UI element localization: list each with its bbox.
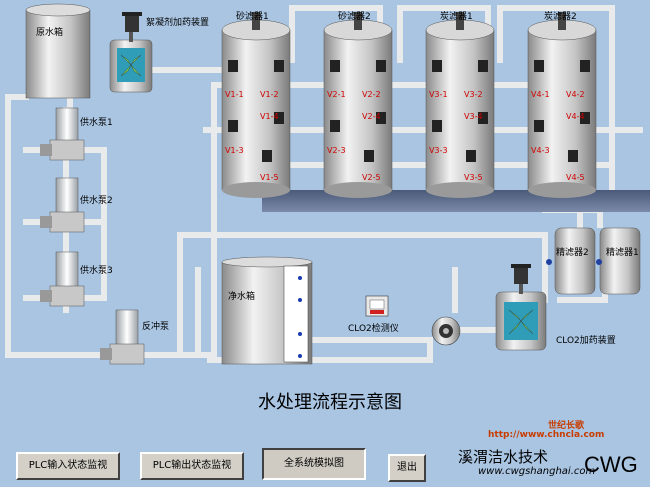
- coagulant-dosing-unit: [109, 12, 153, 93]
- sand-filter-1: [221, 12, 291, 198]
- valve-label: V3-3: [429, 146, 448, 155]
- valve-label: V3-5: [464, 173, 483, 182]
- raw-tank-label: 原水箱: [36, 28, 64, 38]
- pump3-label: 供水泵3: [80, 266, 113, 276]
- mixer-icon: [120, 54, 142, 77]
- carbon-filter-2-label: 炭滤器2: [544, 12, 577, 22]
- valve-label: V1-4: [260, 112, 279, 121]
- valve-label: V2-4: [362, 112, 381, 121]
- valve-label: V3-4: [464, 112, 483, 121]
- supply-pump-1: [40, 107, 85, 161]
- valve-label: V1-5: [260, 173, 279, 182]
- precision-filter-1-label: 精滤器1: [606, 248, 639, 258]
- plc-input-monitor-button[interactable]: PLC输入状态监视: [16, 452, 120, 480]
- valve-label: V4-1: [531, 90, 550, 99]
- clo2-dosing-unit: [495, 264, 547, 351]
- brand-tagline: 世纪长歌: [548, 421, 585, 431]
- precision-filter-2-label: 精滤器2: [556, 248, 589, 258]
- sand-filter-2: [323, 12, 393, 198]
- carbon-filter-1: [425, 12, 495, 198]
- clo2-unit-label: CLO2加药装置: [556, 336, 616, 346]
- valve-label: V3-2: [464, 90, 483, 99]
- clo2-detector: [365, 295, 389, 317]
- brand-url-secondary: www.cwgshanghai.com: [478, 466, 596, 477]
- valve-label: V1-3: [225, 146, 244, 155]
- sand-filter-1-label: 砂滤器1: [236, 12, 269, 22]
- carbon-filter-2: [527, 12, 597, 198]
- valve-label: V2-1: [327, 90, 346, 99]
- valve-label: V2-3: [327, 146, 346, 155]
- raw-water-tank: [25, 3, 91, 99]
- valve-label: V1-2: [260, 90, 279, 99]
- level-gauge: [298, 276, 302, 358]
- valve-label: V1-1: [225, 90, 244, 99]
- clean-water-tank: [221, 256, 313, 365]
- clo2-detector-label: CLO2检测仪: [348, 324, 399, 334]
- backwash-pump: [100, 309, 145, 365]
- system-simulation-button[interactable]: 全系统模拟图: [262, 448, 366, 480]
- pump2-label: 供水泵2: [80, 196, 113, 206]
- clean-tank-label: 净水箱: [228, 292, 256, 302]
- valve-label: V2-2: [362, 90, 381, 99]
- precision-filter-2: [546, 227, 596, 295]
- mixer-icon: [508, 309, 534, 335]
- coagulant-unit-label: 絮凝剂加药装置: [146, 18, 210, 28]
- valve-label: V4-5: [566, 173, 585, 182]
- brand-url-primary: http://www.chncla.com: [488, 430, 605, 440]
- brand-name: 溪渭洁水技术: [458, 448, 549, 466]
- sand-filter-2-label: 砂滤器2: [338, 12, 371, 22]
- valve-actuators: [228, 60, 590, 162]
- valve-label: V2-5: [362, 173, 381, 182]
- valve-label: V3-1: [429, 90, 448, 99]
- pump1-label: 供水泵1: [80, 118, 113, 128]
- brand-logo: CWG: [584, 452, 638, 477]
- page-title: 水处理流程示意图: [258, 392, 402, 413]
- supply-pump-2: [40, 177, 85, 233]
- precision-filter-1: [596, 227, 641, 295]
- plc-output-monitor-button[interactable]: PLC输出状态监视: [140, 452, 244, 480]
- carbon-filter-1-label: 炭滤器1: [440, 12, 473, 22]
- valve-label: V4-3: [531, 146, 550, 155]
- supply-pump-3: [40, 251, 85, 307]
- backwash-pump-label: 反冲泵: [142, 322, 170, 332]
- transfer-pump: [431, 316, 461, 346]
- valve-label: V4-4: [566, 112, 585, 121]
- exit-button[interactable]: 退出: [388, 454, 426, 482]
- valve-label: V4-2: [566, 90, 585, 99]
